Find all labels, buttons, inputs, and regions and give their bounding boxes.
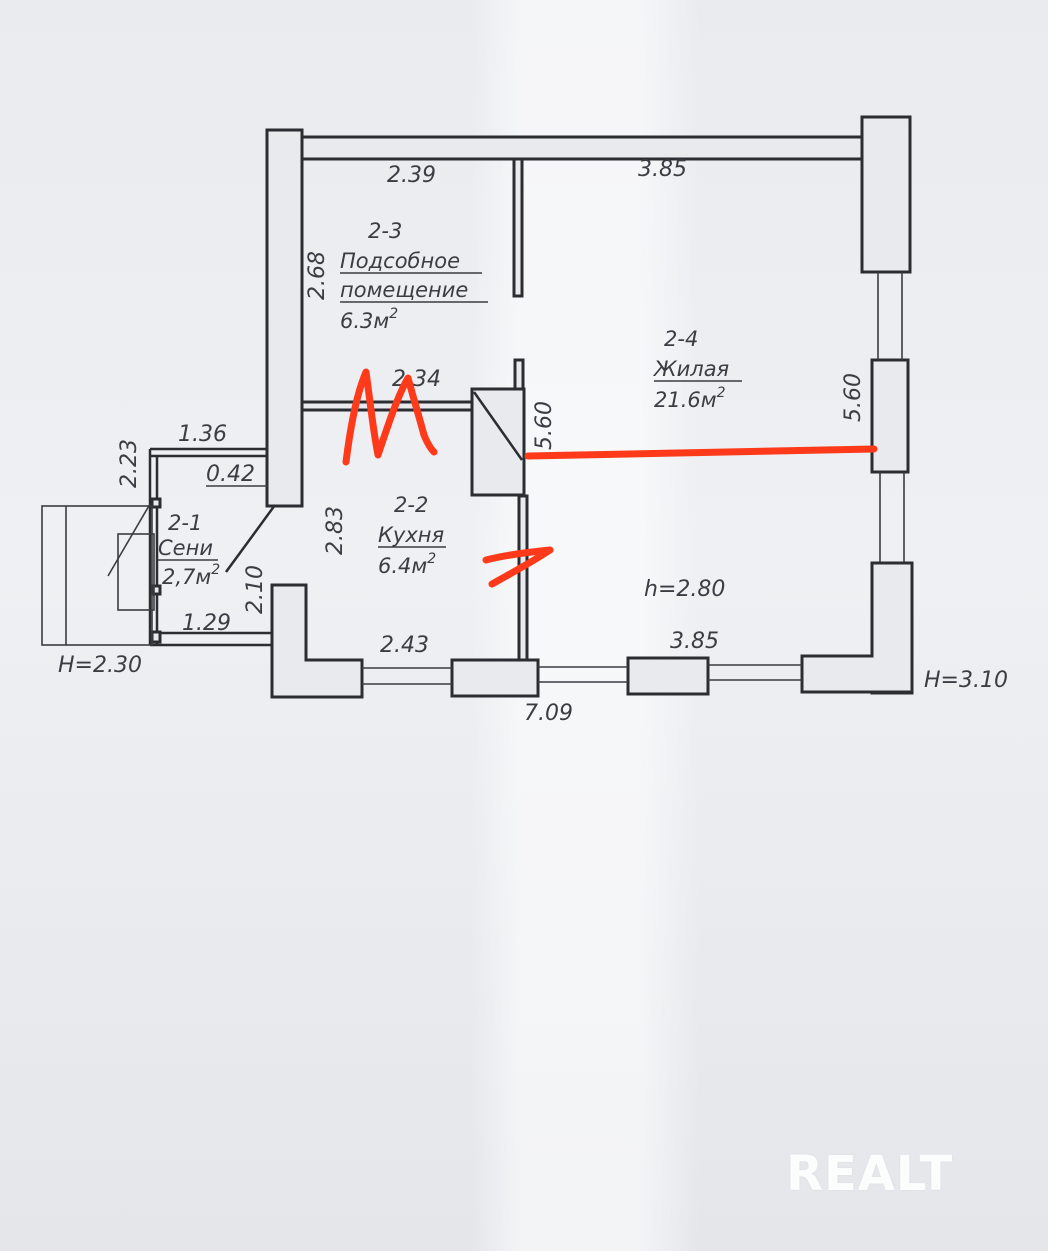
ceiling-height: h=2.80 <box>644 577 725 602</box>
room-2-4-id: 2-4 <box>664 327 698 351</box>
dim-seni-right: 2.10 <box>243 565 268 614</box>
height-right: Н=3.10 <box>924 668 1008 693</box>
room-2-3-id: 2-3 <box>368 219 402 243</box>
dim-seni-left: 2.23 <box>117 439 142 488</box>
red-marker-letter <box>342 368 438 466</box>
door-leaf <box>107 503 151 577</box>
room-2-2-name: Кухня <box>378 523 444 547</box>
wall-right-middle <box>870 358 910 474</box>
dim-seni-top: 1.36 <box>178 422 227 447</box>
partition-lower <box>517 494 529 662</box>
height-left: Н=2.30 <box>58 653 142 678</box>
dim-partition-vertical: 5.60 <box>532 401 557 450</box>
dim-seni-bottom: 1.29 <box>182 611 231 636</box>
wall-bottom-pier-2 <box>626 656 710 696</box>
red-marker-arrow <box>482 546 554 588</box>
red-marker-wall-line <box>524 445 878 460</box>
room-2-3-area: 6.3м2 <box>340 306 398 333</box>
dim-top-right: 3.85 <box>638 157 687 182</box>
seni-post <box>150 630 162 644</box>
dim-top-left: 2.39 <box>387 163 436 188</box>
partition-upper <box>512 157 524 298</box>
room-2-1-name: Сени <box>158 536 213 560</box>
dim-bottom-left: 2.43 <box>380 633 429 658</box>
wall-bottom-right-corner <box>800 561 914 694</box>
dim-kitchen-height: 2.83 <box>323 506 348 555</box>
partition-horizontal <box>300 400 474 412</box>
seni-post <box>150 584 162 596</box>
stove <box>470 387 526 497</box>
door-swing <box>117 533 155 611</box>
room-2-1-area: 2,7м2 <box>162 562 220 589</box>
room-2-4-name: Жилая <box>652 357 729 381</box>
room-2-3-name-line2: помещение <box>340 278 468 302</box>
watermark-logo: REALT <box>786 1146 954 1202</box>
stove-diagonal <box>472 391 524 461</box>
dim-left-upper: 2.68 <box>305 251 330 300</box>
seni-post <box>150 497 162 509</box>
dim-seni-offset: 0.42 <box>206 462 255 487</box>
wall-top <box>298 135 864 161</box>
porch <box>41 505 153 646</box>
room-2-3-name-line1: Подсобное <box>340 249 460 273</box>
room-2-2-id: 2-2 <box>394 493 428 517</box>
room-2-4-area: 21.6м2 <box>654 385 726 412</box>
wall-left <box>265 128 304 508</box>
room-2-2-area: 6.4м2 <box>378 551 436 578</box>
room-2-1-id: 2-1 <box>168 511 202 535</box>
dim-total-width: 7.09 <box>524 701 573 726</box>
partition-stove <box>513 358 525 392</box>
wall-bottom-pier-1 <box>450 658 540 698</box>
wall-bottom-left-corner <box>270 583 364 699</box>
dim-bottom-right: 3.85 <box>670 629 719 654</box>
dim-right-wall: 5.60 <box>841 373 866 422</box>
wall-right-top <box>860 115 912 274</box>
door-diagonal <box>224 504 277 573</box>
